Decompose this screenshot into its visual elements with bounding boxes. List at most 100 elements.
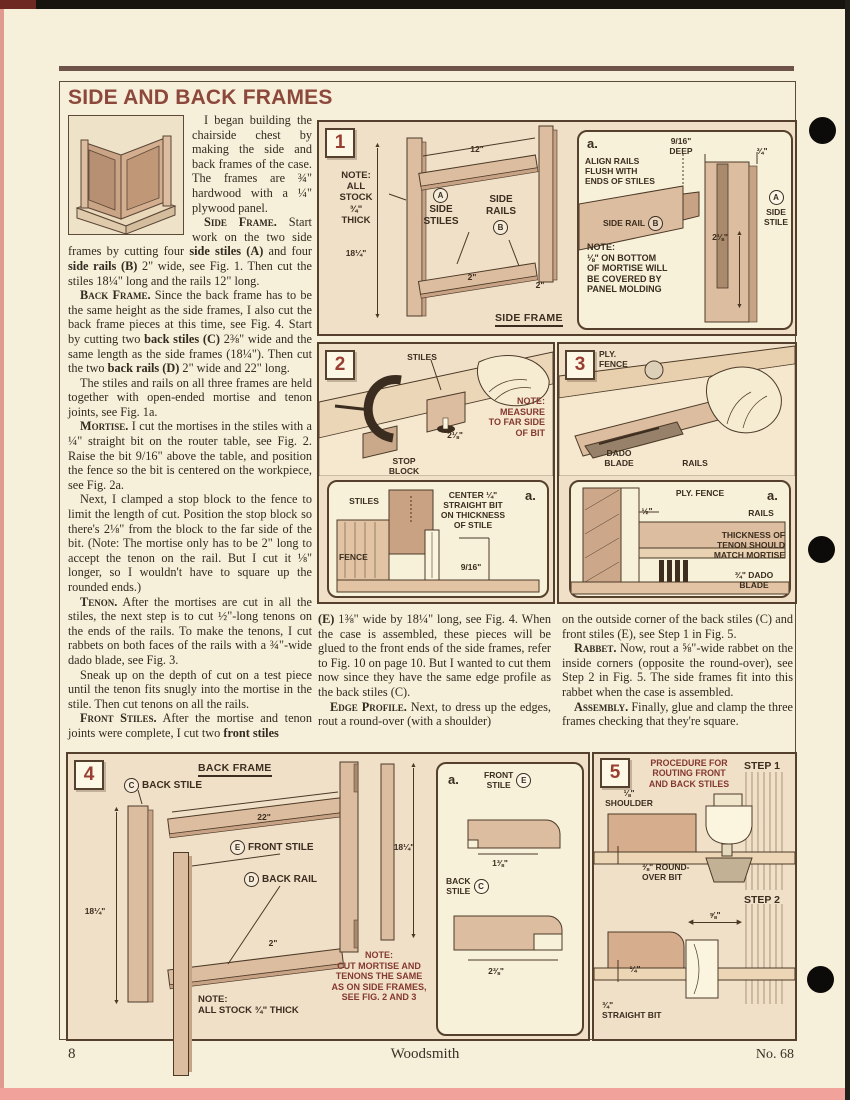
fig4a-front-dim: 1⅜" [492,858,508,868]
fig1a-tag: a. [587,136,598,151]
fig1-tag-b: B [493,220,508,235]
fig4-back-stile-label: C BACK STILE [124,778,202,793]
fig4-tag-e: E [230,840,245,855]
figure-number: 5 [609,762,621,783]
fig4a-front-text: FRONT STILE [484,770,514,791]
fig1a-rail-label: SIDE RAIL B [603,216,664,231]
fig1-stile-length: 18¼" [345,248,367,258]
fig1a-depth-dim: 9/16" DEEP [669,136,693,157]
fig1a-tag-b: B [648,216,664,231]
fig5-straight-bit-label: ¾" STRAIGHT BIT [602,1000,662,1021]
fig2-stiles-label: STILES [407,352,437,362]
fig4-front-stile-label: E FRONT STILE [230,840,314,855]
fig4-back-rail-label: D BACK RAIL [244,872,317,887]
scan-top-edge [0,0,850,9]
fig1a-mortise-dim: 2⅛" [712,232,728,242]
fig1a-tag-a: A [768,190,784,205]
figure-4a-panel: a. FRONT STILE E 1⅜" BACK STILE C 2⅜" [436,762,584,1036]
fig2a-dim: 9/16" [460,562,482,572]
fig4-red-note: NOTE: CUT MORTISE AND TENONS THE SAME AS… [331,950,427,1003]
fig5-rabbet-dim: ⅝" [709,910,721,920]
figure-number-plate: 4 [74,760,104,790]
fig5-title: PROCEDURE FOR ROUTING FRONT AND BACK STI… [648,758,730,789]
fig1a-rail-text: SIDE RAIL [603,218,646,229]
fig4-back-stile-text: BACK STILE [142,779,202,791]
fig4-front-stile-piece [173,852,192,1076]
fig1-rail-width: 2" [467,272,477,282]
fig4a-back-label: BACK STILE C [446,876,489,896]
fig1-rails-label: SIDE RAILS [486,194,516,217]
scan-bottom-edge [0,1088,850,1100]
figure-number: 2 [334,354,346,375]
fig4a-tag: a. [448,772,459,787]
chest-illustration [68,115,184,235]
magazine-name: Woodsmith [390,1046,460,1062]
fig3-fence-label: PLY. FENCE [599,349,628,370]
figure-4: 4 BACK FRAME C BACK STILE 22" E FRONT ST… [66,752,590,1041]
figure-number-plate: 3 [565,350,595,380]
fig4a-tag-e: E [516,772,532,788]
fig4-front-stile-edge [189,856,192,1072]
figure-2: 2 STILES NOTE: MEASURE TO FAR SIDE OF BI… [317,342,555,604]
fig4-height-dim: 18¼" [84,906,106,916]
fig2-dim: 2⅛" [447,430,463,440]
fig5-roundover-label: ⅜" ROUND- OVER BIT [642,862,690,883]
fig4-title: BACK FRAME [198,762,272,778]
figure-1: 1 NOTE: ALL STOCK ¾" THICK 18¼" 12" A SI… [317,120,797,336]
fig5-step1-label: STEP 1 [744,760,780,772]
issue-number: No. 68 [755,1047,794,1062]
fig1-stile-dimline [374,142,381,320]
fig1a-thickness-dim: ¾" [756,146,768,156]
fig1-tag-a: A [433,188,448,203]
figure-number: 1 [334,132,346,153]
fig2a-tag: a. [525,488,536,503]
fig4a-back-dim: 2⅜" [488,966,504,976]
fig4-height-dimline [113,806,120,1006]
figure-3a-panel: PLY. FENCE a. ½" RAILS THICKNESS OF TENO… [569,480,791,598]
fig4-back-rail-text: BACK RAIL [262,873,317,885]
fig3-rails-label: RAILS [682,458,708,468]
fig4-tag-d: D [244,872,259,887]
figure-number-plate: 5 [600,758,630,788]
fig4a-back-text: BACK STILE [446,876,471,897]
figure-2a-panel: STILES CENTER ¼" STRAIGHT BIT ON THICKNE… [327,480,549,598]
fig2-note: NOTE: MEASURE TO FAR SIDE OF BIT [488,396,545,438]
fig4-stock-note: NOTE: ALL STOCK ¾" THICK [198,994,299,1017]
fig1a-align-note: ALIGN RAILS FLUSH WITH ENDS OF STILES [585,156,655,187]
figure-number-plate: 2 [325,350,355,380]
article-column-mid: (E) 1⅜" wide by 18¼" long, see Fig. 4. W… [318,612,551,729]
fig1a-mortise-dimline [736,230,743,310]
fig2-stopblock-label: STOP BLOCK [388,456,420,477]
fig2a-center-note: CENTER ¼" STRAIGHT BIT ON THICKNESS OF S… [440,490,506,531]
scan-right-edge [845,0,850,1100]
chest-drawing [75,135,177,235]
fig3a-blade-label: ¾" DADO BLADE [734,570,774,591]
fig3-blade-label: DADO BLADE [604,448,634,469]
fig1-note-label: NOTE: ALL STOCK ¾" THICK [339,170,373,226]
figure-4a-art [453,819,563,961]
fig5-quarter-dim: ¼" [629,964,641,974]
figure-3: 3 PLY. FENCE DADO BLADE RAILS PLY. FE [557,342,797,604]
fig5-rabbet-dimline [688,918,742,926]
fig4-rail-width: 2" [268,938,278,948]
figure-number: 3 [574,354,586,375]
fig1a-stile-text: SIDE STILE [763,207,789,228]
figure-number: 4 [83,764,95,785]
fig4-tag-c: C [124,778,139,793]
fig3a-note: THICKNESS OF TENON SHOULD MATCH MORTISE [713,530,785,561]
fig2a-stiles-label: STILES [349,496,379,506]
article-column-right: on the outside corner of the back stiles… [562,612,793,729]
fig3a-rails-label: RAILS [748,508,774,518]
scan-top-edge-red [0,0,36,9]
fig4-rail-length: 22" [257,812,271,822]
article-column-left: I began building the chairside chest by … [68,113,313,740]
page-number: 8 [68,1046,76,1062]
figure-number-plate: 1 [325,128,355,158]
fig4-front-stile-text: FRONT STILE [248,841,314,853]
fig4a-tag-c: C [473,878,489,894]
punch-hole [808,536,835,563]
fig3a-fence-label: PLY. FENCE [675,488,725,498]
figure-1a-panel: a. 9/16" DEEP ¾" ALIGN RAILS FLUSH WITH … [577,130,793,330]
fig4-height2-dim: 18¼" [393,842,415,852]
